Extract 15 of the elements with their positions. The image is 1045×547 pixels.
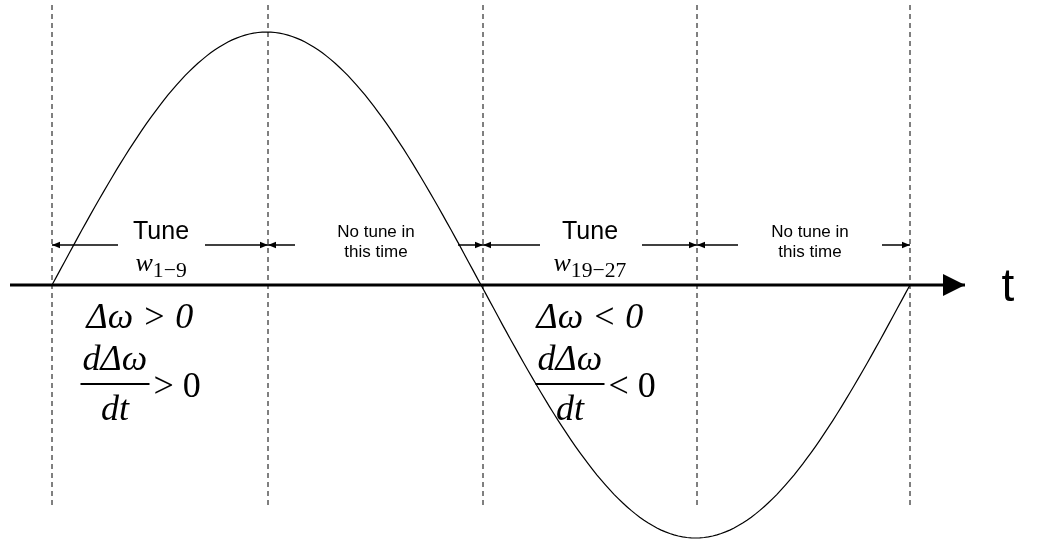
fraction-numerator: dΔω [82,340,148,376]
axis-label: t [1001,262,1015,308]
math-inequality: Δω < 0 [536,298,644,334]
math-relation: < 0 [608,367,656,403]
math-label: w$_{1−9}$ [135,250,187,282]
math-inequality: Δω > 0 [86,298,194,334]
math-relation: > 0 [153,367,201,403]
math-label: w$_{19−27}$ [553,250,627,282]
region-label: No tune in this time [770,222,850,263]
region-label: Tune [133,218,190,243]
fraction-denominator: dt [556,390,584,426]
region-label: No tune in this time [336,222,416,263]
region-label: Tune [562,218,619,243]
fraction-denominator: dt [101,390,129,426]
fraction-numerator: dΔω [537,340,603,376]
